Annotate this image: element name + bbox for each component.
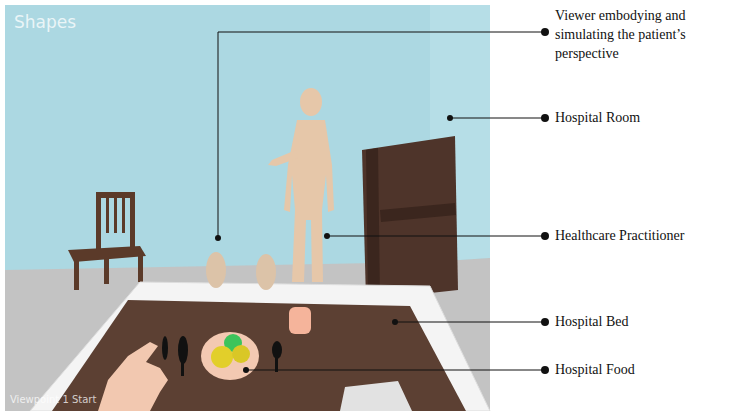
fork xyxy=(162,336,168,360)
leader-dot xyxy=(243,367,249,373)
leader-dot xyxy=(541,366,549,374)
leader-dot xyxy=(324,233,330,239)
callout-label: Hospital Room xyxy=(555,108,737,127)
leader-line xyxy=(218,32,545,238)
leader-dot xyxy=(215,235,221,241)
leader-lines xyxy=(218,32,545,370)
chair-slat xyxy=(122,198,125,233)
food-item xyxy=(211,346,233,368)
wardrobe-front xyxy=(362,136,458,300)
wardrobe xyxy=(362,136,458,300)
patient-feet xyxy=(206,252,276,290)
leader-dot xyxy=(541,28,549,36)
arm xyxy=(268,150,298,166)
tray-slab xyxy=(340,381,412,411)
chair-post xyxy=(96,192,101,250)
chair-slat xyxy=(114,198,117,233)
viewer-hand xyxy=(98,342,168,411)
body xyxy=(284,120,334,282)
hospital-bed xyxy=(30,282,490,411)
foot xyxy=(256,254,276,290)
leader-line xyxy=(246,370,545,371)
leader-dot xyxy=(541,114,549,122)
leader-dot xyxy=(447,115,453,121)
head xyxy=(300,88,322,116)
wardrobe-side xyxy=(366,148,380,300)
chair-leg xyxy=(74,260,79,290)
plate xyxy=(201,332,259,380)
leader-line xyxy=(450,118,545,119)
leader-line xyxy=(327,236,545,237)
foot xyxy=(206,252,226,288)
callout-label: Viewer embodying and simulating the pati… xyxy=(555,6,737,63)
wardrobe-shelf xyxy=(380,203,456,222)
leader-line xyxy=(395,322,545,323)
watermark: Viewpoint 1 Start xyxy=(10,394,150,405)
hospital-food xyxy=(162,307,311,380)
callout-label: Healthcare Practitioner xyxy=(555,226,737,245)
cup xyxy=(289,307,311,334)
leader-dots xyxy=(215,28,549,374)
food-item xyxy=(232,345,250,363)
tray-table xyxy=(52,300,466,411)
wall xyxy=(5,5,490,411)
callout-label: Hospital Bed xyxy=(555,312,737,331)
leader-dot xyxy=(541,318,549,326)
healthcare-practitioner-figure xyxy=(268,88,334,282)
watermark: Shapes xyxy=(14,12,134,32)
chair-slat xyxy=(106,198,109,233)
utensil xyxy=(272,341,282,359)
spoon-handle xyxy=(181,362,184,376)
chair-rail xyxy=(96,192,135,198)
leader-dot xyxy=(392,319,398,325)
chair-post xyxy=(130,192,135,250)
callout-label: Hospital Food xyxy=(555,360,737,379)
chair xyxy=(68,192,146,290)
chair-leg xyxy=(138,254,143,282)
leader-dot xyxy=(541,232,549,240)
spoon xyxy=(178,336,188,364)
chair-leg xyxy=(104,258,109,284)
